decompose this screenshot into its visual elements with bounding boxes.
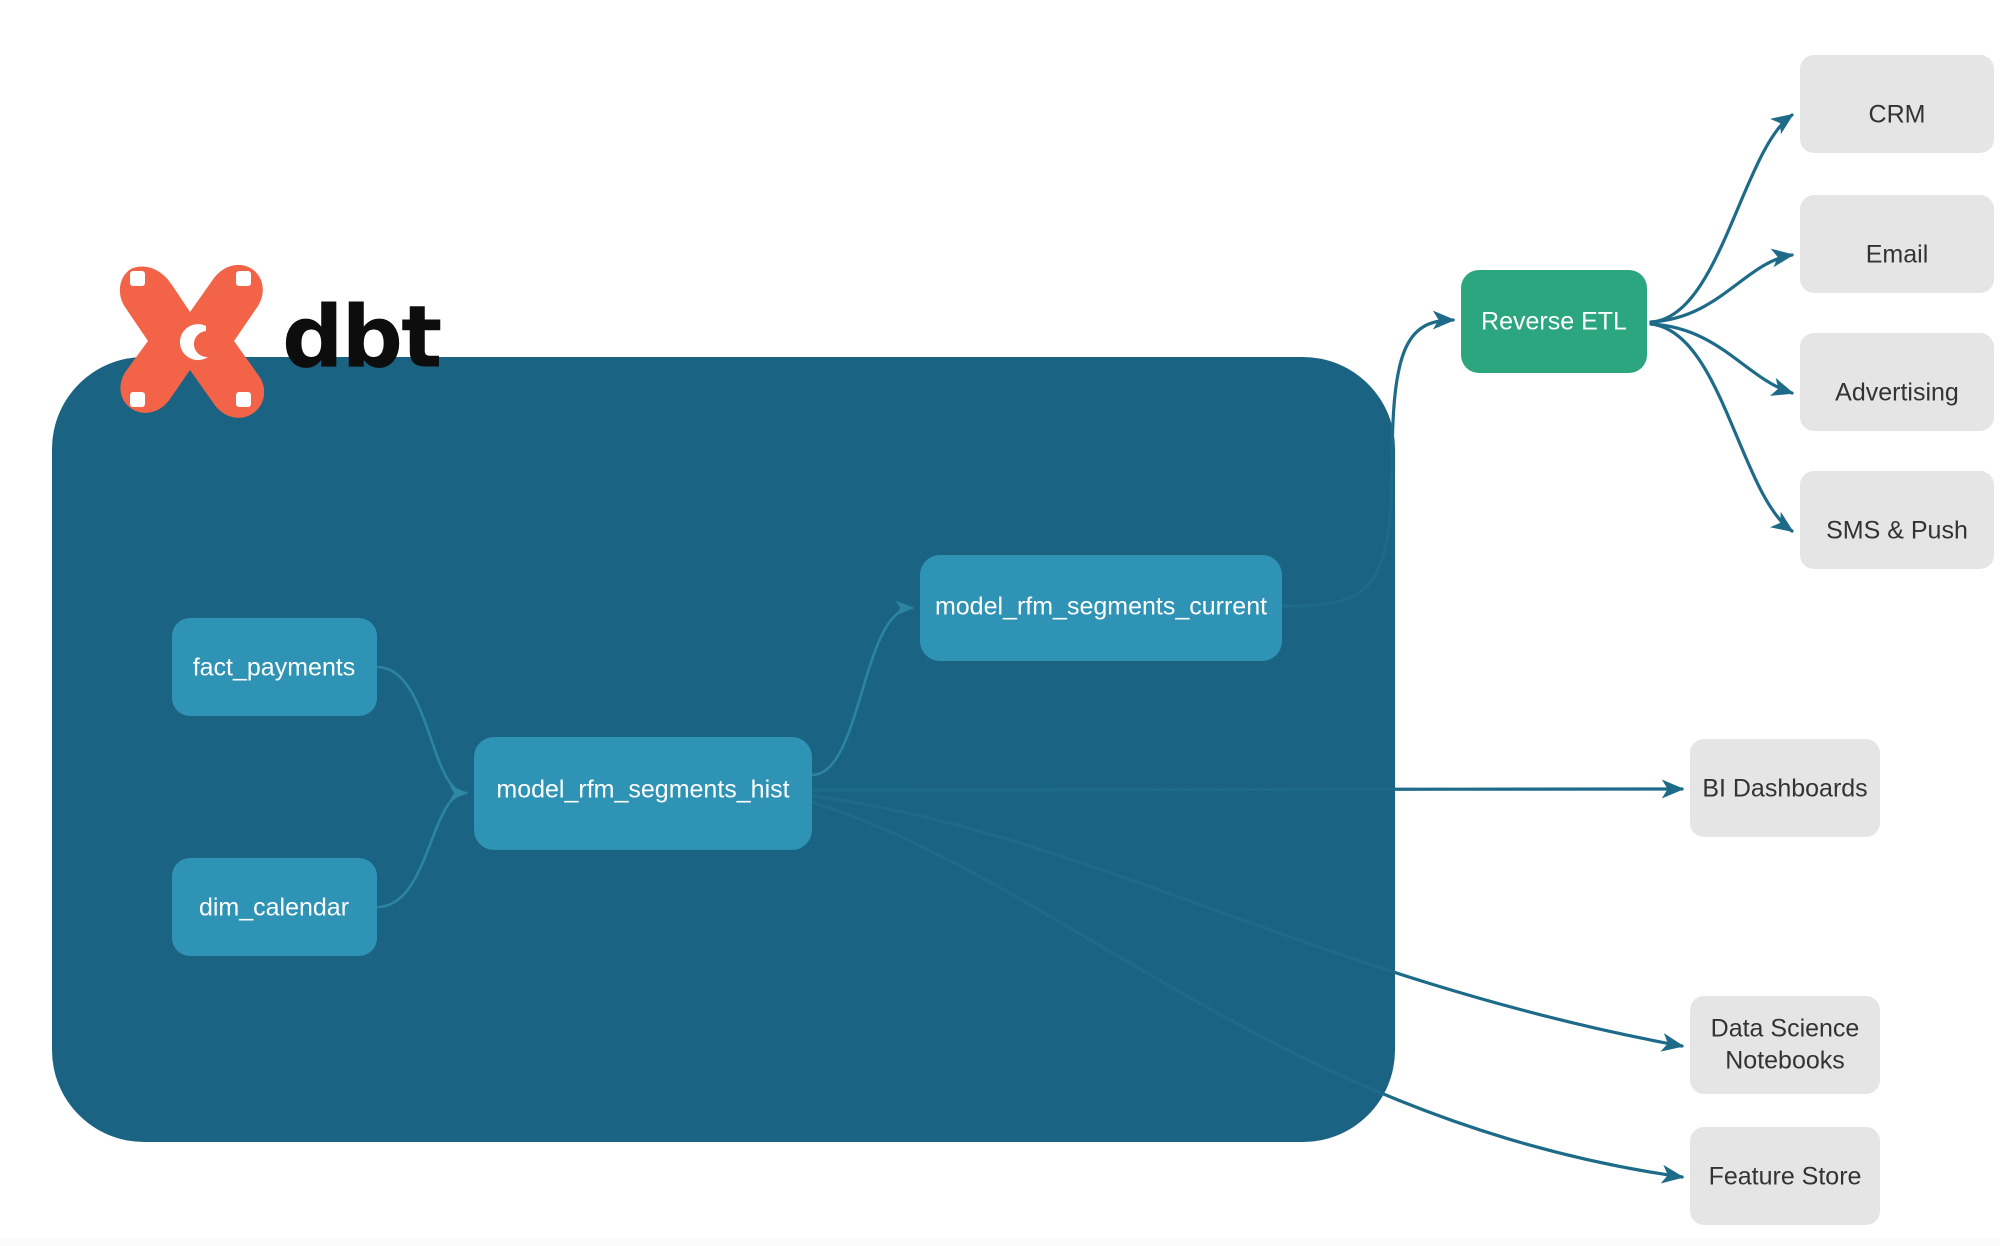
node-advertising[interactable]: Advertising [1800,333,1994,431]
edge-hist-to-data-science-notebooks [810,794,1685,1052]
node-feature-store-label: Feature Store [1709,1163,1862,1191]
node-fact-payments-box[interactable] [172,618,377,716]
edge-reverse-etl-to-sms-push [1649,322,1794,533]
node-reverse-etl[interactable]: Reverse ETL [1461,270,1647,373]
node-sms-push-box[interactable] [1800,471,1994,569]
dbt-logo-icon [119,264,265,418]
edge-reverse-etl-to-email [1649,248,1795,324]
node-sms-push-label: SMS & Push [1826,517,1968,545]
node-model-rfm-segments-current-label: model_rfm_segments_current [935,593,1267,621]
node-crm[interactable]: CRM [1800,55,1994,153]
node-dim-calendar[interactable]: dim_calendar [172,858,377,956]
node-dim-calendar-label: dim_calendar [199,894,349,922]
node-model-rfm-segments-current[interactable]: model_rfm_segments_current [920,555,1282,661]
node-sms-push[interactable]: SMS & Push [1800,471,1994,569]
node-dim-calendar-box[interactable] [172,858,377,956]
node-model-rfm-segments-current-box[interactable] [920,555,1282,661]
edge-reverse-etl-to-crm [1649,113,1794,324]
node-bi-dashboards-box[interactable] [1690,739,1880,837]
edge-hist-to-current [810,600,914,777]
edge-dim-calendar-to-hist [375,785,468,909]
node-bi-dashboards[interactable]: BI Dashboards [1690,739,1880,837]
node-bi-dashboards-label: BI Dashboards [1702,775,1867,803]
node-model-rfm-segments-hist-label: model_rfm_segments_hist [496,776,789,804]
node-feature-store[interactable]: Feature Store [1690,1127,1880,1225]
edge-group-external [810,113,1795,1184]
bottom-edge-band [0,1238,2000,1246]
dbt-logo-text: dbt [282,287,441,387]
node-model-rfm-segments-hist-box[interactable] [474,737,812,850]
node-data-science-notebooks[interactable]: Data Science Notebooks [1690,996,1880,1094]
edge-current-to-reverse-etl [1280,310,1456,608]
node-reverse-etl-label: Reverse ETL [1481,308,1627,336]
edge-reverse-etl-to-advertising [1649,322,1795,396]
node-crm-box[interactable] [1800,55,1994,153]
edge-group-internal [375,600,914,909]
node-data-science-notebooks-label-line2: Notebooks [1725,1047,1845,1075]
node-email[interactable]: Email [1800,195,1994,293]
node-fact-payments[interactable]: fact_payments [172,618,377,716]
node-email-box[interactable] [1800,195,1994,293]
node-data-science-notebooks-box[interactable] [1690,996,1880,1094]
node-email-label: Email [1866,241,1929,269]
node-reverse-etl-box[interactable] [1461,270,1647,373]
node-model-rfm-segments-hist[interactable]: model_rfm_segments_hist [474,737,812,850]
node-advertising-box[interactable] [1800,333,1994,431]
edge-hist-to-bi-dashboards [810,779,1685,799]
node-advertising-label: Advertising [1835,379,1959,407]
edge-hist-to-feature-store [810,800,1685,1184]
dbt-logo: dbt [119,264,443,418]
node-crm-label: CRM [1869,101,1926,129]
node-data-science-notebooks-label-line1: Data Science [1711,1015,1860,1043]
node-fact-payments-label: fact_payments [193,654,356,682]
node-feature-store-box[interactable] [1690,1127,1880,1225]
